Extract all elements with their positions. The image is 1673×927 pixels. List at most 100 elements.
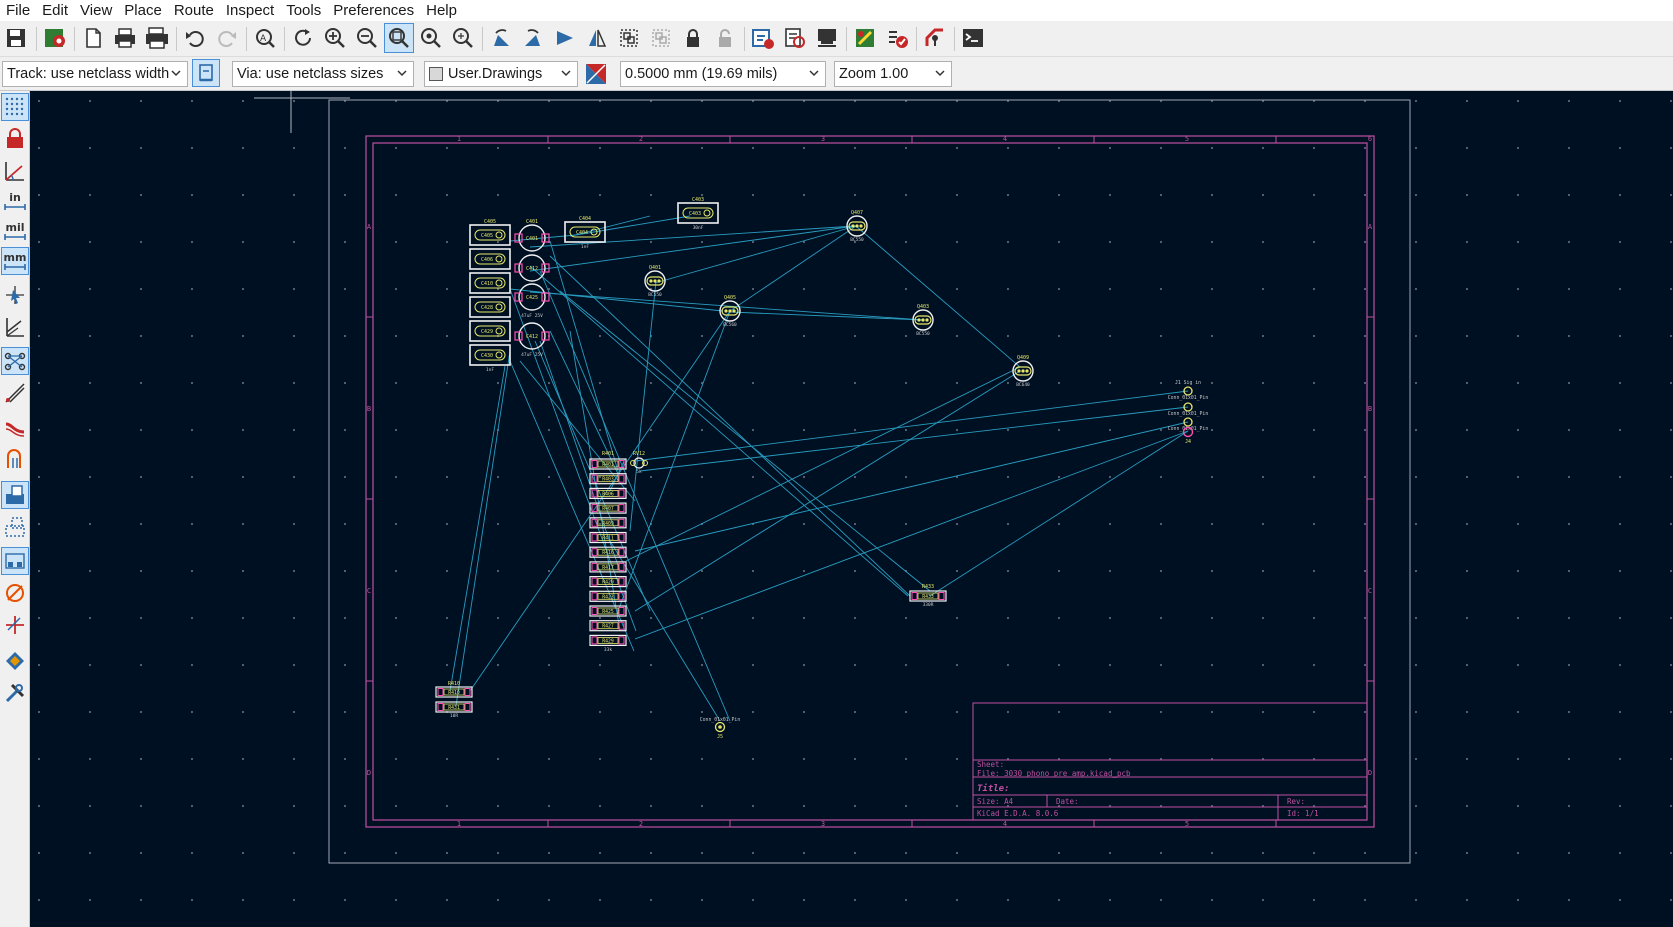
undo-icon[interactable] (180, 23, 210, 53)
sheet-outer-frame (365, 135, 1375, 828)
connector-bottom-ref: J5 (717, 734, 723, 740)
menu-help[interactable]: Help (426, 2, 457, 19)
connector-right-pin-3 (1183, 417, 1193, 427)
resistor-r431-pad-label: R431 (448, 705, 460, 711)
menu-file[interactable]: File (6, 2, 31, 19)
resistor-r420-outline (589, 576, 627, 588)
title-block-kicad: KiCad E.D.A. 8.0.6 (977, 809, 1059, 818)
cap-c425-2-pad-label: C425 (526, 295, 538, 301)
cap-c412-1-outline (518, 254, 546, 282)
layers-manager-icon[interactable] (1, 647, 29, 675)
chevron-down-icon (397, 70, 407, 77)
layer-pair-icon[interactable] (582, 60, 610, 88)
via-size-select[interactable]: Via: use netclass sizes (232, 61, 414, 87)
grid-toggle-icon[interactable] (1, 93, 29, 121)
zoom-value: Zoom 1.00 (839, 66, 909, 82)
track-width-select[interactable]: Track: use netclass width (2, 61, 188, 87)
zoom-fit-icon[interactable] (384, 23, 414, 53)
zone-outline-icon[interactable] (1, 513, 29, 541)
units-mils-icon[interactable]: mil (1, 217, 29, 245)
menu-place[interactable]: Place (124, 2, 162, 19)
cap-c405-ref: C405 (484, 219, 496, 225)
drc-icon[interactable] (882, 23, 912, 53)
ratsnest-curve-icon[interactable] (1, 313, 29, 341)
grid-overrides-icon[interactable] (1, 125, 29, 153)
rotate-cw-icon[interactable] (518, 23, 548, 53)
polar-coords-icon[interactable] (1, 157, 29, 185)
transistor-q405-outline (719, 300, 741, 322)
layer-select[interactable]: User.Drawings (424, 61, 578, 87)
print-icon[interactable] (110, 23, 140, 53)
zoom-selection-icon[interactable] (448, 23, 478, 53)
ratsnest-lines-icon[interactable] (1, 379, 29, 407)
zone-fill-icon[interactable] (1, 481, 29, 509)
cap-c404-outline (564, 221, 606, 243)
cap-c405-outline (469, 224, 511, 246)
menu-preferences[interactable]: Preferences (333, 2, 415, 19)
menu-inspect[interactable]: Inspect (225, 2, 275, 19)
col-label-3-bottom: 3 (821, 820, 825, 828)
resistor-r410-value: 10R (450, 713, 458, 719)
cursor-icon[interactable] (1, 281, 29, 309)
pcb-board-view[interactable]: 1 2 3 4 5 6 1 2 3 4 5 A B C D A B C D S (30, 91, 1673, 927)
update-pcb-icon[interactable] (748, 23, 778, 53)
hide-netnames-icon[interactable] (1, 611, 29, 639)
units-mm-icon[interactable]: mm (1, 247, 29, 275)
transistor-q401-ref: Q401 (649, 265, 661, 271)
flip-icon[interactable] (550, 23, 580, 53)
track-outline-icon[interactable] (1, 413, 29, 441)
schematic-icon[interactable] (850, 23, 880, 53)
auto-track-width-icon[interactable] (192, 59, 220, 87)
resistor-r403-pad-label: R403 (602, 477, 614, 483)
scripting-console-icon[interactable] (958, 23, 988, 53)
title-block-title: Title: (977, 783, 1010, 794)
redo-icon[interactable] (212, 23, 242, 53)
drc-markers-icon[interactable] (1, 579, 29, 607)
menu-tools[interactable]: Tools (286, 2, 322, 19)
menu-edit[interactable]: Edit (42, 2, 69, 19)
col-label-1: 1 (457, 135, 461, 143)
menu-route[interactable]: Route (173, 2, 214, 19)
transistor-q407-pads (848, 221, 866, 231)
via-outline-icon[interactable] (1, 445, 29, 473)
chevron-down-icon (809, 70, 819, 77)
col-label-4: 4 (1003, 135, 1007, 143)
connector-right-pad (1182, 426, 1194, 438)
footprint-browser-icon[interactable] (780, 23, 810, 53)
connector-right-pin-label-2: Conn_01x01_Pin (1168, 411, 1209, 417)
cap-c430-outline (469, 344, 511, 366)
zoom-objects-icon[interactable] (416, 23, 446, 53)
zoom-select[interactable]: Zoom 1.00 (834, 61, 952, 87)
footprint-editor-icon[interactable] (812, 23, 842, 53)
transistor-q401-value: BC550 (648, 292, 662, 298)
route-tool-icon[interactable] (920, 23, 950, 53)
properties-tools-icon[interactable] (1, 679, 29, 707)
save-icon[interactable] (1, 23, 31, 53)
unlock-icon[interactable] (710, 23, 740, 53)
plot-icon[interactable] (142, 23, 172, 53)
chevron-down-icon (171, 70, 181, 77)
transistor-q407-ref: Q407 (851, 210, 863, 216)
rotate-ccw-icon[interactable] (486, 23, 516, 53)
zoom-in-icon[interactable] (320, 23, 350, 53)
page-settings-icon[interactable] (78, 23, 108, 53)
resistor-r403-outline (589, 473, 627, 485)
refresh-icon[interactable] (288, 23, 318, 53)
title-block-sheet: Sheet: (977, 760, 1004, 769)
via-size-value: Via: use netclass sizes (237, 66, 384, 82)
board-setup-icon[interactable] (40, 23, 70, 53)
group-icon[interactable] (614, 23, 644, 53)
mirror-icon[interactable] (582, 23, 612, 53)
units-inches-icon[interactable]: in (1, 187, 29, 215)
zoom-out-icon[interactable] (352, 23, 382, 53)
ungroup-icon[interactable] (646, 23, 676, 53)
pcb-canvas[interactable]: 1 2 3 4 5 6 1 2 3 4 5 A B C D A B C D S (30, 91, 1673, 927)
menu-view[interactable]: View (80, 2, 113, 19)
row-label-a: A (367, 223, 372, 231)
grid-select[interactable]: 0.5000 mm (19.69 mils) (620, 61, 826, 87)
pad-fill-icon[interactable] (1, 547, 29, 575)
show-ratsnest-icon[interactable] (1, 347, 29, 375)
lock-icon[interactable] (678, 23, 708, 53)
resistor-column-value: 33k (604, 647, 612, 653)
find-icon[interactable]: A (250, 23, 280, 53)
